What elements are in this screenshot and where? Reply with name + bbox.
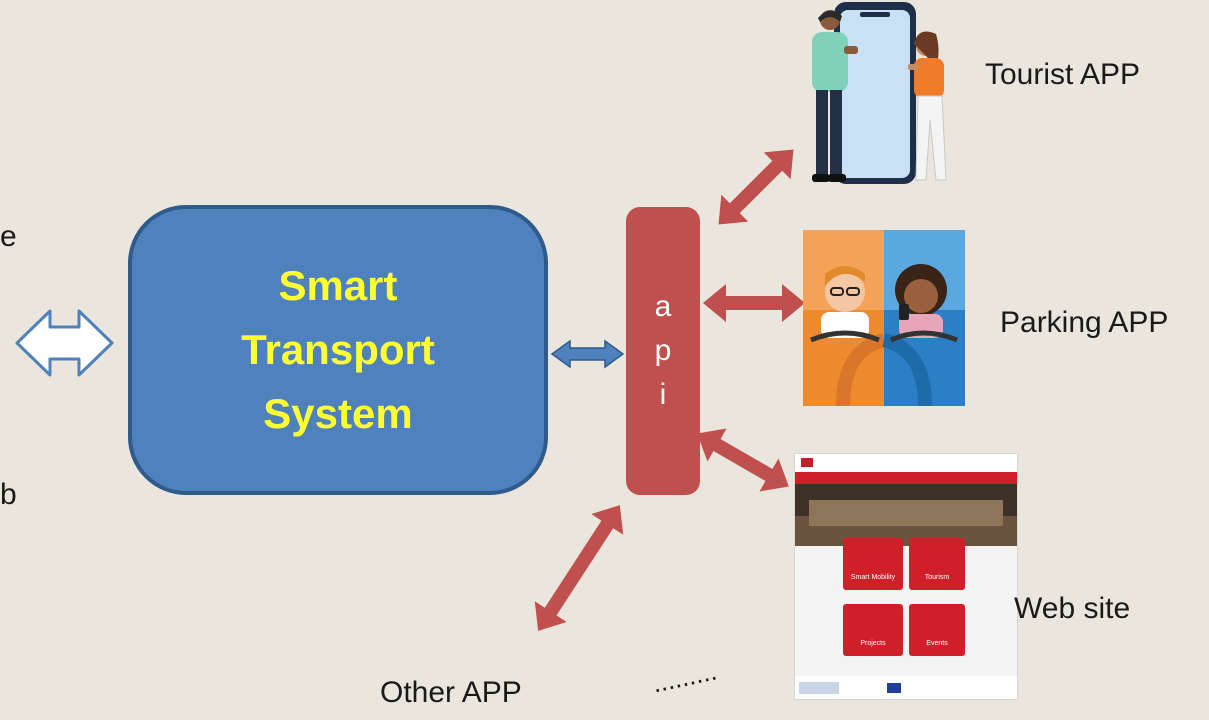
left-fragment-top: e — [0, 220, 17, 253]
api-letter-i: i — [659, 378, 667, 411]
web-site-label: Web site — [1014, 592, 1131, 625]
api-bar: a p i — [626, 207, 700, 495]
api-letter-p: p — [654, 334, 672, 367]
parking-app-illustration — [803, 230, 965, 406]
core-api-arrow — [550, 339, 625, 369]
tourist-app-arrow — [718, 149, 794, 225]
tile-smart-mobility: Smart Mobility — [843, 538, 903, 590]
web-site-arrow — [697, 428, 789, 492]
tile-projects: Projects — [843, 604, 903, 656]
tile-events: Events — [909, 604, 965, 656]
core-system-title: Smart Transport System — [241, 254, 435, 446]
website-mockup — [795, 454, 1017, 699]
tourist-app-label: Tourist APP — [985, 58, 1141, 91]
other-app-label: Other APP — [380, 676, 522, 709]
api-letter-a: a — [654, 290, 672, 323]
api-label: a p i — [655, 285, 672, 417]
website-screenshot: Smart Mobility Tourism Projects Events — [795, 454, 1017, 699]
external-link-arrow — [15, 309, 114, 377]
other-app-arrow — [534, 505, 624, 631]
core-line-3: System — [263, 390, 413, 437]
core-line-1: Smart — [278, 262, 398, 309]
left-fragment-bottom: b — [0, 478, 17, 511]
parking-app-label: Parking APP — [1000, 306, 1169, 339]
tourist-app-illustration — [812, 2, 947, 184]
core-line-2: Transport — [241, 326, 435, 373]
smart-transport-system-box: Smart Transport System — [128, 205, 548, 495]
parking-app-arrow — [703, 284, 805, 322]
tile-tourism: Tourism — [909, 538, 965, 590]
